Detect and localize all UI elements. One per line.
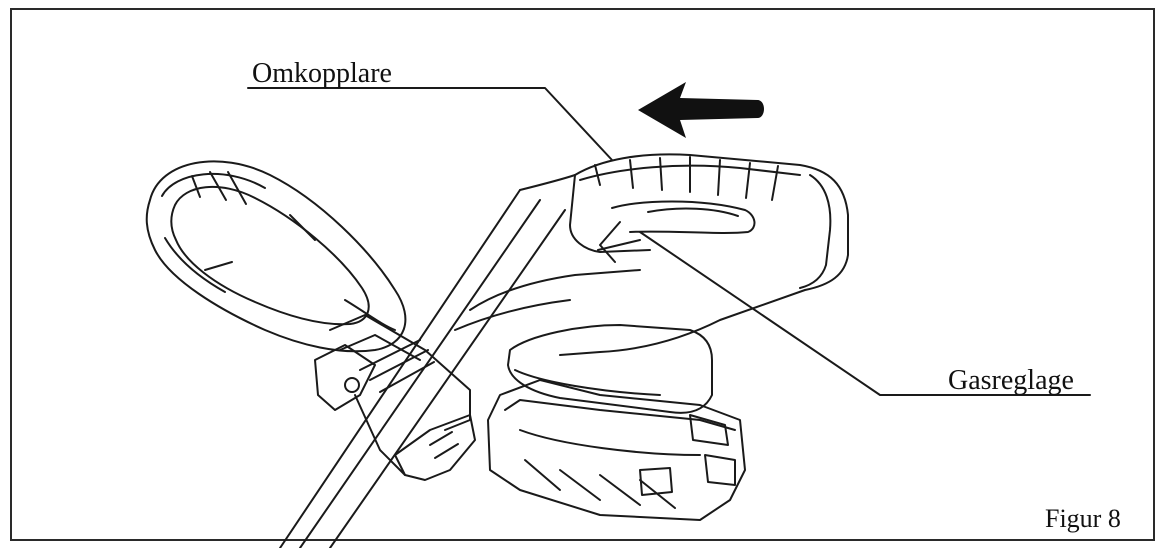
shaft bbox=[279, 189, 566, 548]
main-housing bbox=[454, 153, 849, 356]
battery-pack bbox=[487, 324, 746, 521]
throttle-label: Gasreglage bbox=[948, 365, 1074, 396]
switch-label: Omkopplare bbox=[252, 58, 392, 89]
leader-lines bbox=[247, 87, 1091, 396]
handle-clamp bbox=[314, 314, 476, 481]
figure-caption: Figur 8 bbox=[1045, 504, 1121, 533]
loop-handle bbox=[145, 160, 407, 353]
arrow-left-icon bbox=[638, 82, 764, 138]
